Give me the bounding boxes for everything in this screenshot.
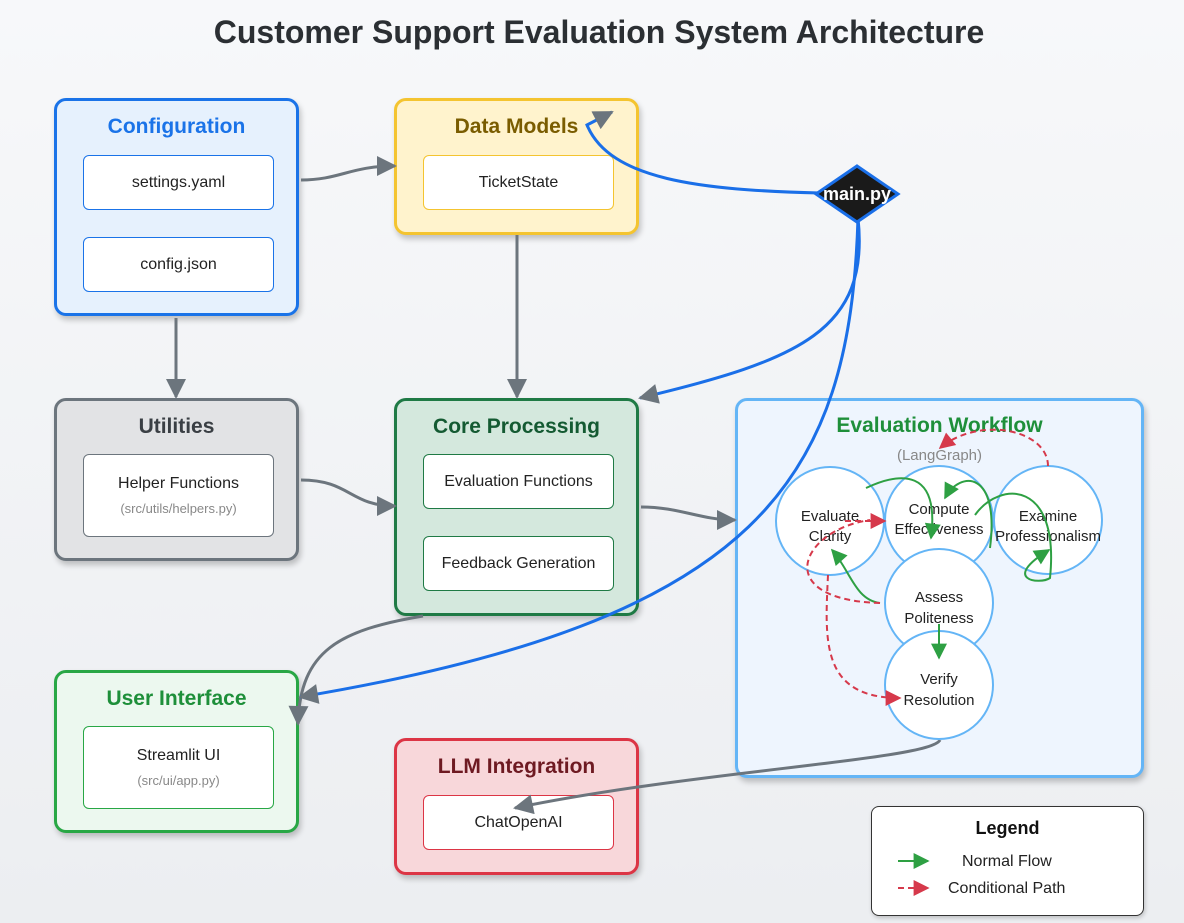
arrow-main-to-ui bbox=[298, 217, 860, 704]
node-politeness-line1: Assess bbox=[915, 589, 963, 606]
llm-integration-title: LLM Integration bbox=[437, 755, 596, 778]
helper-functions-path: (src/utils/helpers.py) bbox=[120, 501, 237, 516]
evaluation-functions-label: Evaluation Functions bbox=[444, 472, 593, 490]
helper-functions-label: Helper Functions bbox=[118, 475, 239, 492]
node-resolution-line2: Resolution bbox=[904, 692, 975, 709]
legend-title: Legend bbox=[975, 818, 1040, 838]
flow-effectiveness-to-professionalism bbox=[974, 492, 1053, 582]
feedback-generation-label: Feedback Generation bbox=[441, 554, 596, 572]
node-professionalism-line2: Professionalism bbox=[995, 528, 1101, 545]
node-verify-resolution: Verify Resolution bbox=[884, 630, 994, 740]
user-interface-box: User Interface Streamlit UI (src/ui/app.… bbox=[54, 670, 299, 833]
node-evaluate-clarity: Evaluate Clarity bbox=[775, 466, 885, 576]
chat-openai-label: ChatOpenAI bbox=[474, 813, 563, 831]
cond-clarity-to-resolution bbox=[825, 574, 902, 706]
helper-functions-item: Helper Functions (src/utils/helpers.py) bbox=[83, 454, 274, 537]
cond-politeness-to-effectiveness bbox=[806, 519, 881, 604]
flow-politeness-to-clarity bbox=[830, 548, 881, 604]
user-interface-title: User Interface bbox=[106, 687, 247, 710]
ticket-state-label: TicketState bbox=[478, 173, 559, 191]
configuration-box: Configuration settings.yaml config.json bbox=[54, 98, 299, 316]
legend-conditional-label: Conditional Path bbox=[948, 880, 1066, 897]
arrow-main-to-datamodels bbox=[585, 110, 821, 195]
flow-professionalism-to-effectiveness bbox=[944, 479, 993, 549]
configuration-title: Configuration bbox=[107, 115, 246, 138]
feedback-generation-item: Feedback Generation bbox=[423, 536, 614, 591]
arrow-config-to-datamodels bbox=[300, 156, 397, 182]
node-effectiveness-line2: Effectiveness bbox=[895, 521, 984, 538]
ticket-state-item: TicketState bbox=[423, 155, 614, 210]
node-clarity-line1: Evaluate bbox=[801, 508, 859, 525]
core-processing-title: Core Processing bbox=[433, 415, 600, 438]
core-processing-box: Core Processing Evaluation Functions Fee… bbox=[394, 398, 639, 616]
evaluation-workflow-title: Evaluation Workflow bbox=[836, 414, 1043, 437]
node-assess-politeness: Assess Politeness bbox=[884, 548, 994, 658]
arrow-core-to-ui bbox=[288, 614, 424, 726]
cond-professionalism-to-effectiveness bbox=[938, 428, 1049, 467]
arrow-workflow-to-llm bbox=[513, 738, 942, 815]
utilities-title: Utilities bbox=[138, 415, 215, 438]
arrow-utilities-to-core bbox=[300, 478, 397, 516]
flow-clarity-to-effectiveness bbox=[865, 477, 941, 540]
legend-normal-label: Normal Flow bbox=[962, 853, 1052, 870]
streamlit-ui-label: Streamlit UI bbox=[136, 747, 221, 764]
settings-yaml-item: settings.yaml bbox=[83, 155, 274, 210]
node-effectiveness-line1: Compute bbox=[909, 501, 970, 518]
streamlit-ui-path: (src/ui/app.py) bbox=[137, 773, 220, 788]
arrow-core-to-workflow bbox=[640, 505, 737, 530]
config-json-item: config.json bbox=[83, 237, 274, 292]
diagram-title: Customer Support Evaluation System Archi… bbox=[213, 14, 985, 50]
settings-yaml-label: settings.yaml bbox=[131, 173, 226, 191]
utilities-box: Utilities Helper Functions (src/utils/he… bbox=[54, 398, 299, 561]
main-py-node: main.py bbox=[813, 164, 901, 224]
node-examine-professionalism: Examine Professionalism bbox=[993, 465, 1103, 575]
data-models-title: Data Models bbox=[454, 115, 579, 138]
node-clarity-line2: Clarity bbox=[809, 528, 852, 545]
streamlit-ui-item: Streamlit UI (src/ui/app.py) bbox=[83, 726, 274, 809]
evaluation-workflow-subtitle: (LangGraph) bbox=[896, 447, 983, 464]
node-politeness-line2: Politeness bbox=[904, 610, 973, 627]
node-professionalism-line1: Examine bbox=[1019, 508, 1077, 525]
main-py-label: main.py bbox=[823, 184, 891, 204]
node-resolution-line1: Verify bbox=[920, 671, 958, 688]
config-json-label: config.json bbox=[140, 255, 217, 273]
arrow-main-to-core bbox=[638, 217, 861, 404]
node-compute-effectiveness: Compute Effectiveness bbox=[884, 465, 994, 575]
evaluation-functions-item: Evaluation Functions bbox=[423, 454, 614, 509]
